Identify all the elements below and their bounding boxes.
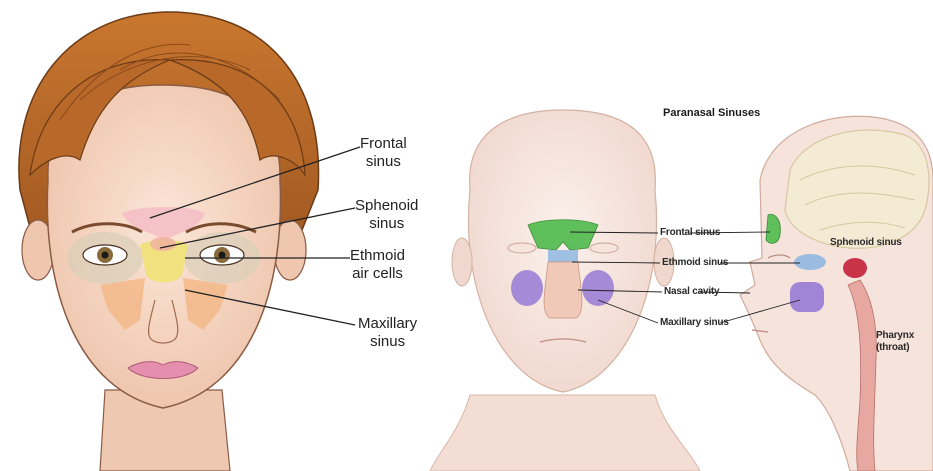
right-front-head-diagram [430, 110, 700, 471]
right-profile-head-diagram [740, 116, 933, 471]
maxillary-sinus-right-purple [582, 270, 614, 306]
label-nasal-cavity: Nasal cavity [664, 286, 719, 298]
sphenoid-sinus-shape [150, 237, 176, 251]
label-ethmoid-air-cells: Ethmoid air cells [350, 247, 405, 282]
label-ethmoid-sinus-right: Ethmoid sinus [662, 257, 728, 269]
left-face-diagram [19, 12, 360, 471]
right-diagram-title: Paranasal Sinuses [663, 107, 760, 120]
label-frontal-sinus: Frontal sinus [360, 135, 407, 170]
maxillary-side-purple [790, 282, 824, 312]
label-pharynx: Pharynx (throat) [876, 330, 914, 354]
label-maxillary-sinus-right: Maxillary sinus [660, 317, 729, 329]
nasal-cavity-shape [544, 262, 582, 318]
label-sphenoid-sinus-right: Sphenoid sinus [830, 237, 902, 249]
label-frontal-sinus-right: Frontal sinus [660, 227, 720, 239]
label-sphenoid-sinus: Sphenoid sinus [355, 197, 418, 232]
label-maxillary-sinus-left: Maxillary sinus [358, 315, 417, 350]
sphenoid-sinus-red [843, 258, 867, 278]
maxillary-sinus-left-purple [511, 270, 543, 306]
